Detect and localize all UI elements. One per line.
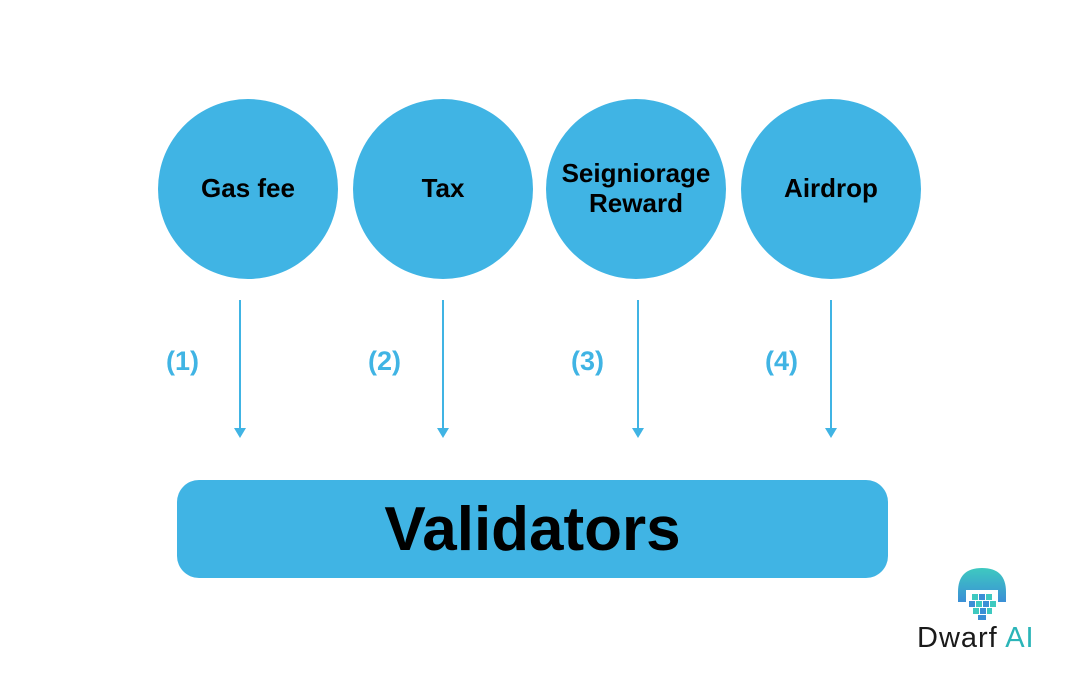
source-label: Seigniorage: [561, 158, 711, 189]
dwarf-ai-logo: Dwarf AI: [912, 560, 1052, 670]
source-label: Tax: [421, 173, 465, 204]
source-label: Gas fee: [201, 173, 295, 204]
logo-wordmark: Dwarf AI: [917, 622, 1035, 655]
validators-box: Validators: [177, 480, 888, 578]
source-airdrop: Airdrop: [741, 99, 921, 279]
flow-arrow: [632, 300, 644, 438]
logo-suffix: AI: [1005, 622, 1035, 654]
source-tax: Tax: [353, 99, 533, 279]
source-gas-fee: Gas fee: [158, 99, 338, 279]
step-number: (3): [571, 346, 604, 376]
source-seigniorage-reward: Seigniorage Reward: [546, 99, 726, 279]
step-number: (1): [166, 346, 199, 376]
source-label: Reward: [589, 188, 683, 218]
dwarf-helmet-icon: [958, 568, 1006, 620]
flow-arrow: [234, 300, 246, 438]
step-number: (2): [368, 346, 401, 376]
flow-arrow: [437, 300, 449, 438]
logo-name: Dwarf: [917, 622, 998, 654]
source-label: Airdrop: [784, 173, 878, 204]
step-number: (4): [765, 346, 798, 376]
validators-label: Validators: [384, 494, 681, 564]
flow-arrow: [825, 300, 837, 438]
